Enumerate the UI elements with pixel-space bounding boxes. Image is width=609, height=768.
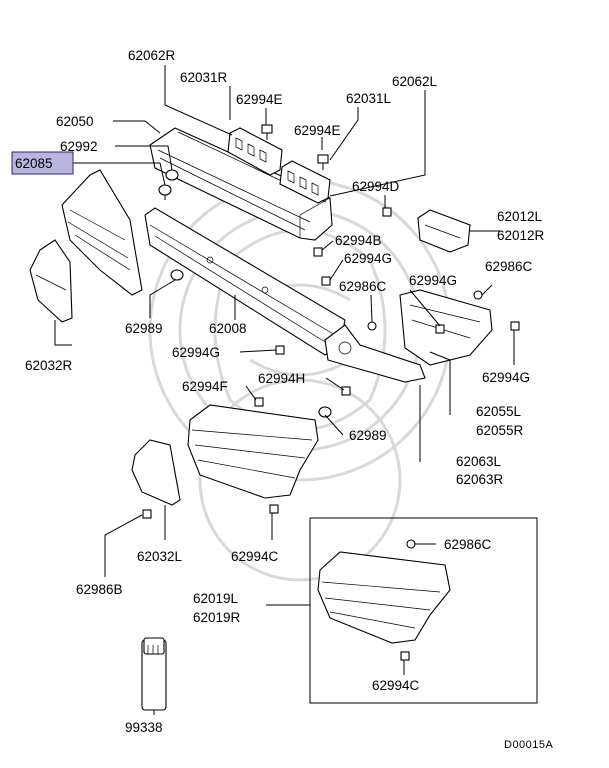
bolt-62994E-a[interactable] — [261, 124, 273, 140]
label-62031R: 62031R — [180, 70, 228, 85]
label-62994C-a: 62994C — [231, 549, 279, 564]
label-62063R: 62063R — [456, 472, 504, 487]
label-62031L: 62031L — [346, 91, 392, 106]
label-62062L: 62062L — [392, 74, 438, 89]
label-62019L: 62019L — [193, 591, 239, 606]
label-62032L: 62032L — [137, 549, 183, 564]
label-62986B: 62986B — [76, 582, 123, 597]
label-62032R: 62032R — [25, 358, 73, 373]
part-62019-lower-bumper[interactable] — [317, 551, 451, 644]
label-62062R: 62062R — [128, 48, 176, 63]
clip-62986C-b[interactable] — [367, 321, 377, 331]
part-62992-grommet[interactable] — [165, 169, 179, 181]
label-62989-a: 62989 — [125, 321, 163, 336]
clip-62986B[interactable] — [142, 509, 152, 519]
bolt-62994E-b[interactable] — [317, 154, 329, 170]
part-99338-touchup[interactable] — [141, 637, 167, 711]
part-62012-bracket[interactable] — [417, 209, 471, 253]
label-62994F: 62994F — [182, 379, 228, 394]
label-62994G-c: 62994G — [172, 345, 220, 360]
label-62050: 62050 — [56, 114, 94, 129]
part-62032R-side[interactable] — [29, 239, 73, 323]
label-62994E-a: 62994E — [236, 92, 283, 107]
label-62994G-a: 62994G — [344, 251, 392, 266]
label-99338: 99338 — [125, 720, 163, 735]
leader-lines — [54, 65, 515, 715]
label-62989-b: 62989 — [349, 428, 387, 443]
bolt-62994B[interactable] — [313, 247, 323, 257]
bolt-62994G-b[interactable] — [435, 324, 445, 334]
part-62055-stay[interactable] — [399, 289, 493, 366]
bolt-62994G-c[interactable] — [275, 345, 285, 355]
label-62055L: 62055L — [476, 404, 522, 419]
grommet-62989-b[interactable] — [318, 406, 332, 418]
grommet-62989-a[interactable] — [170, 269, 184, 281]
part-lower-bumper-main[interactable] — [187, 404, 319, 499]
label-62994H: 62994H — [258, 371, 305, 386]
label-62992: 62992 — [60, 139, 98, 154]
part-62032L-side[interactable] — [131, 439, 181, 506]
detail-inset-box — [309, 517, 538, 704]
bolt-62994C-b[interactable] — [400, 651, 410, 661]
part-62085-clip[interactable] — [158, 184, 172, 200]
clip-62986C-c[interactable] — [406, 539, 416, 549]
bolt-62994H[interactable] — [341, 386, 351, 396]
part-62050-upper-cover[interactable] — [149, 127, 333, 241]
bolt-62994F[interactable] — [254, 397, 264, 407]
label-62994B: 62994B — [335, 233, 382, 248]
highlight-62085 — [11, 151, 74, 175]
label-62012R: 62012R — [497, 228, 545, 243]
label-62012L: 62012L — [497, 209, 543, 224]
bolt-62994C-a[interactable] — [269, 504, 279, 514]
part-62031R-bracket[interactable] — [227, 127, 283, 176]
label-62986C-c: 62986C — [444, 537, 492, 552]
label-62994G-d: 62994G — [482, 370, 530, 385]
label-62063L: 62063L — [456, 454, 502, 469]
part-62031L-bracket[interactable] — [279, 160, 331, 204]
clip-62986C-a[interactable] — [473, 290, 483, 300]
diagram-code: D00015A — [504, 739, 554, 751]
part-left-corner-section[interactable] — [61, 169, 143, 296]
part-62063-frame-end[interactable] — [324, 324, 426, 383]
bolt-62994D[interactable] — [382, 207, 392, 217]
label-62994E-b: 62994E — [294, 123, 341, 138]
bolt-62994G-a[interactable] — [321, 276, 331, 286]
label-62994C-b: 62994C — [372, 678, 420, 693]
label-62008: 62008 — [209, 321, 247, 336]
label-62986C-a: 62986C — [485, 259, 533, 274]
label-62986C-b: 62986C — [339, 279, 387, 294]
label-62019R: 62019R — [193, 610, 241, 625]
label-62055R: 62055R — [476, 423, 524, 438]
label-62085: 62085 — [15, 156, 53, 171]
label-62994G-b: 62994G — [409, 273, 457, 288]
bolt-62994G-d[interactable] — [510, 321, 520, 331]
label-62994D: 62994D — [352, 179, 400, 194]
